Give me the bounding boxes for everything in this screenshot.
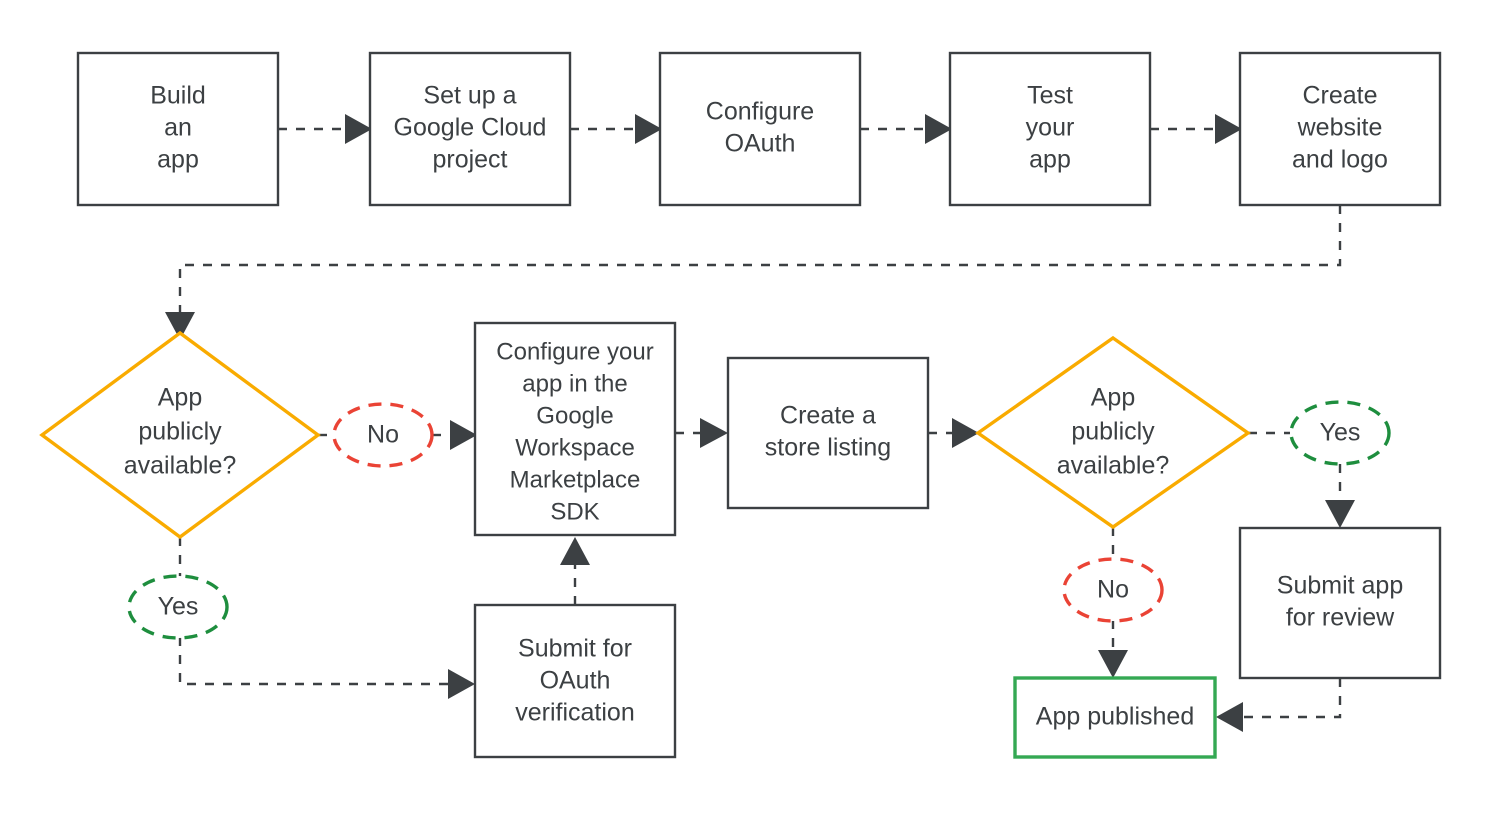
edge-label-left-no: No — [332, 402, 434, 468]
edge-label-left-yes-text: Yes — [158, 593, 199, 621]
edge-submit-review-to-app-published — [1216, 678, 1342, 732]
edge-label-right-yes-text: Yes — [1320, 419, 1361, 447]
node-build-app-line-1: an — [164, 114, 192, 142]
node-create-website-logo[interactable]: Create website and logo — [1238, 51, 1442, 207]
edge-test-to-website — [1150, 114, 1242, 144]
edge-label-right-no-text: No — [1097, 576, 1129, 604]
node-decision-left-line-2: available? — [124, 452, 237, 480]
node-gcp-project-line-2: project — [432, 146, 507, 174]
node-gcp-project-line-0: Set up a — [423, 82, 516, 110]
edge-label-left-yes: Yes — [127, 574, 229, 640]
node-sdk-line-5: SDK — [550, 498, 599, 525]
edge-build-to-project — [278, 114, 372, 144]
node-submit-oauth-verification[interactable]: Submit for OAuth verification — [473, 603, 677, 759]
edge-store-listing-to-decision-right — [928, 418, 979, 448]
node-decision-right-line-1: publicly — [1071, 418, 1155, 446]
node-submit-review-line-1: for review — [1286, 604, 1395, 632]
edge-decision-right-no — [1098, 527, 1128, 678]
node-gcp-project[interactable]: Set up a Google Cloud project — [368, 51, 572, 207]
node-sdk-line-1: app in the — [522, 370, 627, 397]
node-store-listing-line-0: Create a — [780, 402, 876, 430]
node-configure-oauth[interactable]: Configure OAuth — [658, 51, 862, 207]
node-sdk-line-4: Marketplace — [510, 466, 641, 493]
edge-oauth-verify-to-sdk — [560, 537, 590, 605]
node-configure-oauth-line-0: Configure — [706, 98, 814, 126]
node-decision-app-publicly-available-left[interactable]: App publicly available? — [39, 330, 321, 540]
node-configure-oauth-line-1: OAuth — [725, 130, 796, 158]
edge-oauth-to-test — [860, 114, 952, 144]
node-create-website-logo-line-2: and logo — [1292, 146, 1388, 174]
node-oauth-verify-line-1: OAuth — [540, 667, 611, 695]
node-gcp-project-line-1: Google Cloud — [394, 114, 547, 142]
node-submit-app-for-review[interactable]: Submit app for review — [1238, 526, 1442, 680]
edge-label-left-no-text: No — [367, 421, 399, 449]
node-submit-review-line-0: Submit app — [1277, 572, 1403, 600]
edge-decision-right-yes — [1248, 431, 1355, 528]
node-build-app-line-2: app — [157, 146, 199, 174]
node-test-app-line-1: your — [1026, 114, 1075, 142]
node-decision-left-line-0: App — [158, 384, 202, 412]
node-build-app[interactable]: Build an app — [76, 51, 280, 207]
edge-label-right-no: No — [1062, 557, 1164, 623]
node-sdk-line-3: Workspace — [515, 434, 635, 461]
edge-project-to-oauth — [570, 114, 662, 144]
node-decision-app-publicly-available-right[interactable]: App publicly available? — [975, 335, 1251, 530]
node-test-app-line-0: Test — [1027, 82, 1073, 110]
node-decision-right-line-2: available? — [1057, 452, 1170, 480]
node-test-app[interactable]: Test your app — [948, 51, 1152, 207]
node-configure-marketplace-sdk[interactable]: Configure your app in the Google Workspa… — [473, 321, 677, 537]
node-decision-right-line-0: App — [1091, 384, 1135, 412]
node-build-app-line-0: Build — [150, 82, 206, 110]
node-oauth-verify-line-2: verification — [515, 699, 635, 727]
edge-decision-left-no — [318, 420, 477, 450]
edge-label-right-yes: Yes — [1289, 400, 1391, 466]
node-create-store-listing[interactable]: Create a store listing — [726, 356, 930, 510]
node-create-website-logo-line-0: Create — [1302, 82, 1377, 110]
node-decision-left-line-1: publicly — [138, 418, 222, 446]
node-store-listing-line-1: store listing — [765, 434, 891, 462]
node-create-website-logo-line-1: website — [1297, 114, 1383, 142]
node-app-published[interactable]: App published — [1013, 676, 1217, 759]
node-app-published-line-0: App published — [1036, 703, 1194, 731]
edge-sdk-to-store-listing — [675, 418, 728, 448]
node-oauth-verify-line-0: Submit for — [518, 635, 632, 663]
node-test-app-line-2: app — [1029, 146, 1071, 174]
edge-decision-left-yes — [178, 537, 475, 699]
node-sdk-line-2: Google — [536, 402, 613, 429]
node-sdk-line-0: Configure your — [496, 338, 653, 365]
edge-website-to-decision-left — [165, 205, 1342, 340]
